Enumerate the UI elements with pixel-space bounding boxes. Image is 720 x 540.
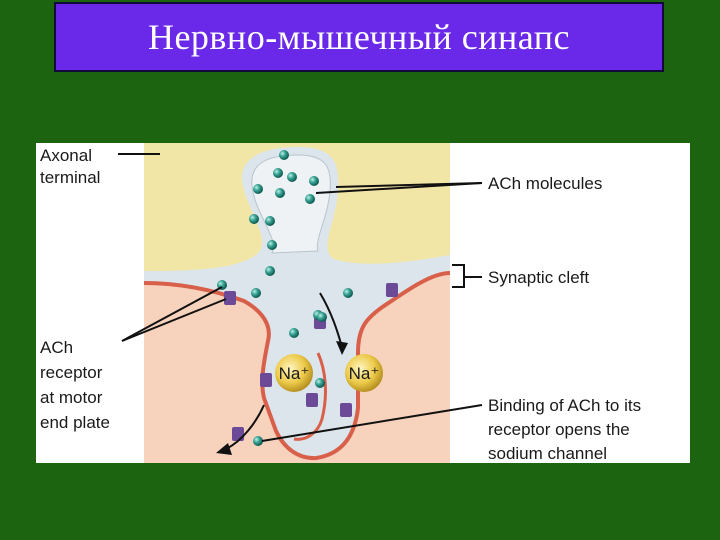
receptor bbox=[306, 393, 318, 407]
ach-molecule bbox=[305, 194, 315, 204]
ach-molecule bbox=[273, 168, 283, 178]
label-binding-2: receptor opens the bbox=[488, 420, 630, 439]
ach-molecule bbox=[309, 176, 319, 186]
synaptic-cleft bbox=[144, 147, 450, 459]
synapse-diagram: Na⁺ Na⁺ Axonal terminal ACh molecules Sy… bbox=[40, 143, 641, 463]
leader-binding bbox=[261, 404, 483, 442]
leader-receptor-b bbox=[121, 286, 223, 342]
motor-end-plate-membrane bbox=[143, 271, 451, 461]
ach-molecule bbox=[265, 216, 275, 226]
arrow-head-diffusion bbox=[336, 341, 348, 355]
label-receptor-1: ACh bbox=[40, 338, 73, 357]
title-box: Нервно-мышечный синапс bbox=[54, 2, 664, 72]
ach-molecule bbox=[289, 328, 299, 338]
ach-molecule bbox=[315, 378, 325, 388]
ach-molecule bbox=[343, 288, 353, 298]
ach-molecule bbox=[275, 188, 285, 198]
label-ach-molecules: ACh molecules bbox=[488, 174, 602, 193]
membrane-inner-fold bbox=[293, 352, 327, 441]
bracket-synaptic-cleft bbox=[452, 264, 482, 288]
leader-ach-molecules-2 bbox=[315, 182, 483, 194]
synapse-figure: Na⁺ Na⁺ Axonal terminal ACh molecules Sy… bbox=[36, 143, 690, 463]
leader-receptor-a bbox=[121, 298, 227, 342]
label-axonal-2: terminal bbox=[40, 168, 100, 187]
slide-title: Нервно-мышечный синапс bbox=[147, 17, 571, 57]
ach-molecule bbox=[265, 266, 275, 276]
label-binding-1: Binding of ACh to its bbox=[488, 396, 641, 415]
arrow-head-sodium bbox=[216, 443, 232, 455]
label-synaptic-cleft: Synaptic cleft bbox=[488, 268, 589, 287]
arrow-sodium-entry bbox=[225, 404, 265, 450]
ach-molecules bbox=[217, 150, 353, 446]
ach-molecule bbox=[267, 240, 277, 250]
receptor bbox=[232, 427, 244, 441]
label-receptor-3: at motor bbox=[40, 388, 103, 407]
ach-molecule bbox=[251, 288, 261, 298]
ach-molecule bbox=[317, 312, 327, 322]
label-receptor-4: end plate bbox=[40, 413, 110, 432]
receptor bbox=[386, 283, 398, 297]
receptor bbox=[260, 373, 272, 387]
sodium-ion-left-label: Na⁺ bbox=[279, 364, 310, 383]
receptor bbox=[340, 403, 352, 417]
ach-receptors bbox=[224, 283, 398, 441]
ach-molecule bbox=[279, 150, 289, 160]
muscle-region bbox=[144, 273, 450, 463]
sodium-ion-right bbox=[345, 354, 383, 392]
label-binding-3: sodium channel bbox=[488, 444, 607, 463]
label-receptor-2: receptor bbox=[40, 363, 103, 382]
ach-molecule bbox=[253, 436, 263, 446]
ach-molecule bbox=[249, 214, 259, 224]
receptor bbox=[224, 291, 236, 305]
leader-lines bbox=[118, 153, 483, 442]
sodium-ion-right-label: Na⁺ bbox=[349, 364, 380, 383]
label-axonal-1: Axonal bbox=[40, 146, 92, 165]
sodium-ion-left bbox=[275, 354, 313, 392]
ach-molecule bbox=[287, 172, 297, 182]
ach-molecule bbox=[253, 184, 263, 194]
